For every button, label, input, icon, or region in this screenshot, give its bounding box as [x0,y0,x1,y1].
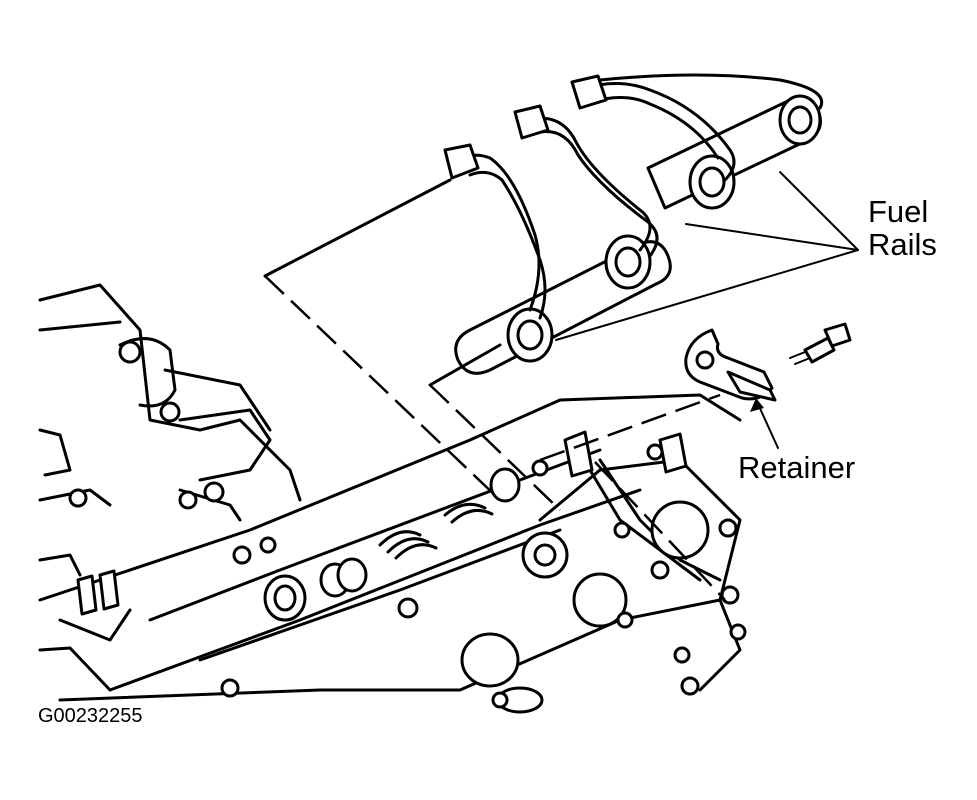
fuel-rails-label-line2: Rails [868,226,937,262]
retainer-clip [684,328,777,402]
engine-block [38,283,747,714]
figure-id: G00232255 [38,705,143,727]
leader-lines [555,171,859,449]
alignment-lines [263,178,726,601]
rail-nuts [506,94,822,363]
fuel-rails-label: Fuel Rails [868,194,937,262]
block-bolts [68,340,747,709]
fuel-rails-label-line1: Fuel [868,194,929,229]
retainer-label: Retainer [738,450,856,485]
fuel-rails [443,73,824,375]
retainer-bolt [789,322,852,365]
